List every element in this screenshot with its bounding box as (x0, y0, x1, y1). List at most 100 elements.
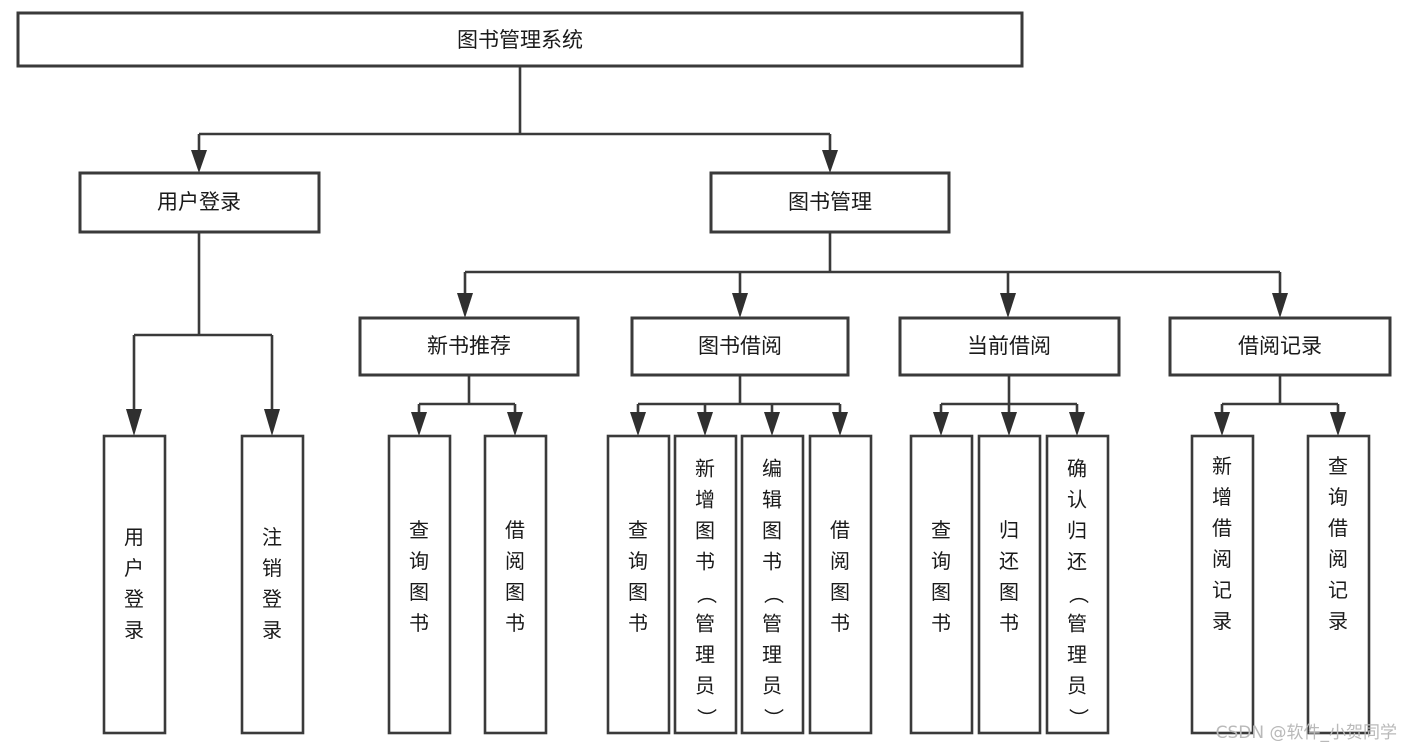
node-new-book-recommend-label: 新书推荐 (427, 334, 511, 358)
node-leaf-query-book-1-box[interactable] (387, 434, 452, 735)
svg-text:用: 用 (124, 525, 144, 549)
svg-text:查: 查 (1328, 454, 1348, 478)
node-leaf-query-book-2-box[interactable] (606, 434, 671, 735)
svg-text:）: ） (695, 708, 719, 728)
svg-text:登: 登 (124, 587, 144, 611)
svg-text:图: 图 (409, 580, 429, 604)
arrow-head-return-book (1001, 412, 1017, 436)
svg-text:录: 录 (1212, 609, 1232, 633)
node-leaf-borrow-book-2-box[interactable] (808, 434, 873, 735)
node-leaf-query-book-3-box[interactable] (909, 434, 974, 735)
svg-text:员: 员 (1067, 674, 1087, 698)
svg-text:新: 新 (1212, 454, 1232, 478)
node-leaf-logout-box[interactable] (240, 434, 305, 735)
node-book-manage-label: 图书管理 (788, 190, 872, 214)
svg-text:户: 户 (124, 556, 144, 580)
svg-text:书: 书 (695, 550, 715, 574)
node-leaf-return-book-box[interactable] (977, 434, 1042, 735)
node-leaf-borrow-book-1-box[interactable] (483, 434, 548, 735)
svg-text:员: 员 (762, 674, 782, 698)
node-current-borrow-box[interactable] (898, 316, 1121, 377)
svg-text:询: 询 (628, 549, 648, 573)
node-book-manage[interactable]: 图书管理 (709, 171, 951, 234)
arrow-head-query-book-3 (933, 412, 949, 436)
node-book-borrow[interactable]: 图书借阅 (630, 316, 850, 377)
svg-text:图: 图 (628, 580, 648, 604)
arrow-head-confirm-return (1069, 412, 1085, 436)
arrow-head-new-book-recommend (457, 293, 473, 318)
arrow-head-add-record (1214, 412, 1230, 436)
node-user-login-label: 用户登录 (157, 190, 241, 214)
svg-text:阅: 阅 (1328, 547, 1348, 571)
node-user-login[interactable]: 用户登录 (78, 171, 321, 234)
svg-text:管: 管 (695, 612, 715, 636)
node-user-login-box[interactable] (78, 171, 321, 234)
svg-text:书: 书 (628, 611, 648, 635)
svg-text:图: 图 (830, 580, 850, 604)
node-current-borrow[interactable]: 当前借阅 (898, 316, 1121, 377)
arrow-head-leaf-user-login (126, 409, 142, 436)
node-current-borrow-label: 当前借阅 (967, 334, 1051, 358)
svg-text:管: 管 (1067, 612, 1087, 636)
svg-text:录: 录 (262, 618, 282, 642)
node-root[interactable]: 图书管理系统 (16, 11, 1024, 68)
node-borrow-record[interactable]: 借阅记录 (1168, 316, 1392, 377)
svg-text:）: ） (1067, 708, 1091, 728)
svg-text:借: 借 (830, 518, 850, 542)
node-leaf-add-record-box[interactable] (1190, 434, 1255, 735)
node-leaf-query-record-box[interactable] (1306, 434, 1371, 735)
node-leaf-user-login-box[interactable] (102, 434, 167, 735)
node-new-book-recommend-box[interactable] (358, 316, 580, 377)
svg-text:增: 增 (695, 488, 715, 512)
arrow-head-current-borrow (1000, 293, 1016, 318)
node-leaf-edit-book-box[interactable] (740, 434, 805, 735)
svg-text:增: 增 (1212, 485, 1232, 509)
svg-text:阅: 阅 (1212, 547, 1232, 571)
svg-text:书: 书 (505, 611, 525, 635)
node-borrow-record-label: 借阅记录 (1238, 334, 1322, 358)
svg-text:理: 理 (1067, 643, 1087, 667)
svg-text:新: 新 (695, 457, 715, 481)
node-borrow-record-box[interactable] (1168, 316, 1392, 377)
svg-text:认: 认 (1067, 488, 1087, 512)
svg-text:理: 理 (695, 643, 715, 667)
svg-text:阅: 阅 (505, 549, 525, 573)
svg-text:查: 查 (931, 518, 951, 542)
svg-text:录: 录 (124, 618, 144, 642)
svg-text:询: 询 (1328, 485, 1348, 509)
svg-text:阅: 阅 (830, 549, 850, 573)
node-leaf-confirm-return-box[interactable] (1045, 434, 1110, 735)
node-root-box[interactable] (16, 11, 1024, 68)
node-leaf-user-login[interactable]: 用户登录 (102, 434, 167, 735)
svg-text:）: ） (762, 708, 786, 728)
node-book-manage-box[interactable] (709, 171, 951, 234)
svg-text:录: 录 (1328, 609, 1348, 633)
node-leaf-add-book-box[interactable] (673, 434, 738, 735)
node-book-borrow-box[interactable] (630, 316, 850, 377)
node-book-borrow-label: 图书借阅 (698, 334, 782, 358)
node-new-book-recommend[interactable]: 新书推荐 (358, 316, 580, 377)
node-leaf-user-login-label: 用户登录 (124, 525, 144, 642)
svg-text:图: 图 (505, 580, 525, 604)
svg-text:销: 销 (262, 556, 282, 580)
edge-layer (126, 66, 1346, 436)
